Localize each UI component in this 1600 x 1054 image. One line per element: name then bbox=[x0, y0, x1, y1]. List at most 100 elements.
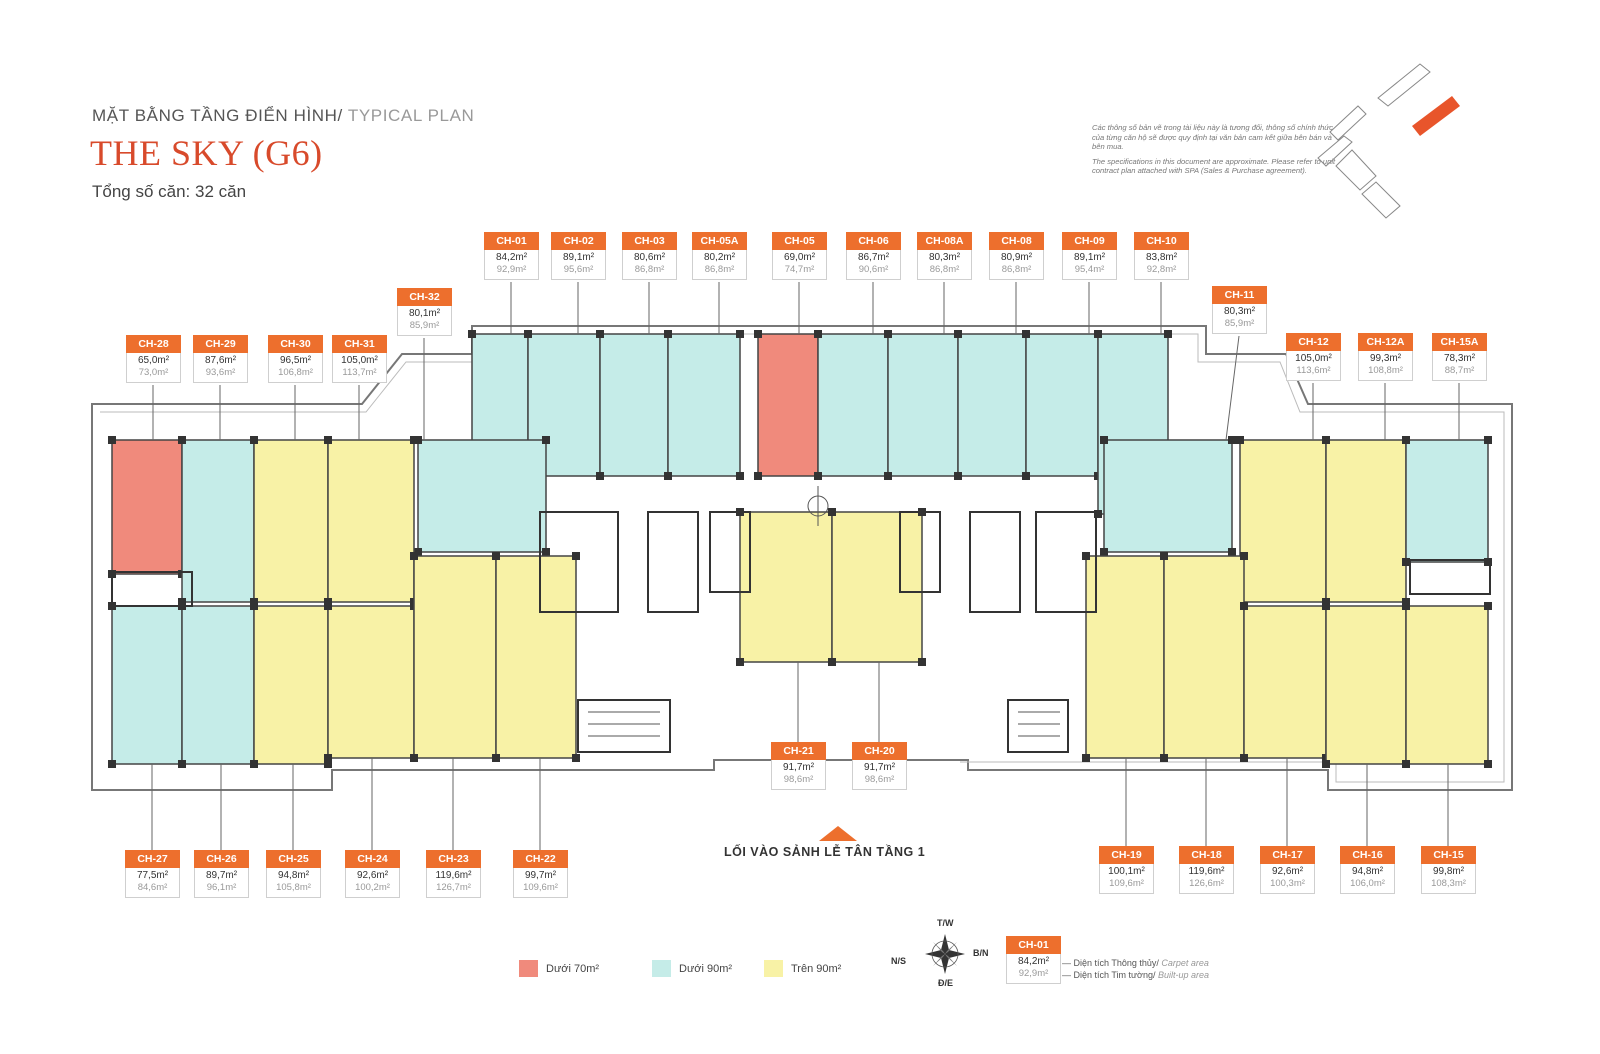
legend-over90: Trên 90m² bbox=[764, 960, 841, 977]
compass: T/W B/N Đ/E N/S bbox=[891, 918, 995, 988]
column-marker bbox=[754, 330, 762, 338]
column-marker bbox=[918, 658, 926, 666]
disclaimer-vi: Các thông số bản vẽ trong tài liệu này l… bbox=[1092, 123, 1333, 152]
column-marker bbox=[542, 436, 550, 444]
unit-carpet-area: 105,0m² bbox=[341, 355, 378, 366]
column-marker bbox=[1094, 510, 1102, 518]
column-marker bbox=[178, 436, 186, 444]
column-marker bbox=[324, 754, 332, 762]
unit-id: CH-11 bbox=[1212, 286, 1267, 304]
unit-id: CH-23 bbox=[426, 850, 481, 868]
room-ch-22 bbox=[495, 555, 577, 759]
room-ch-17 bbox=[1243, 605, 1327, 759]
unit-builtup-area: 92,9m² bbox=[496, 264, 527, 275]
column-marker bbox=[664, 472, 672, 480]
column-marker bbox=[492, 552, 500, 560]
room-ch-08a bbox=[887, 333, 959, 477]
unit-builtup-area: 73,0m² bbox=[138, 367, 169, 378]
column-marker bbox=[542, 548, 550, 556]
unit-id: CH-12A bbox=[1358, 333, 1413, 351]
unit-carpet-area: 89,7m² bbox=[205, 870, 238, 881]
disclaimer-en: The specifications in this document are … bbox=[1092, 156, 1336, 176]
room-ch-05a bbox=[667, 333, 741, 477]
unit-carpet-area: 86,7m² bbox=[857, 252, 890, 263]
unit-id: CH-05A bbox=[692, 232, 747, 250]
column-marker bbox=[1484, 436, 1492, 444]
room-ch-23 bbox=[413, 555, 497, 759]
unit-id: CH-06 bbox=[846, 232, 901, 250]
unit-carpet-area: 105,0m² bbox=[1295, 353, 1332, 364]
room-ch-26 bbox=[181, 605, 255, 765]
column-marker bbox=[178, 760, 186, 768]
room-ch-28 bbox=[111, 439, 183, 575]
unit-carpet-area: 78,3m² bbox=[1443, 353, 1476, 364]
unit-id: CH-31 bbox=[332, 335, 387, 353]
column-marker bbox=[954, 330, 962, 338]
unit-carpet-area: 80,3m² bbox=[1223, 306, 1256, 317]
unit-carpet-area: 99,3m² bbox=[1369, 353, 1402, 364]
unit-id: CH-16 bbox=[1340, 846, 1395, 864]
column-marker bbox=[1082, 552, 1090, 560]
unit-builtup-area: 100,3m² bbox=[1270, 878, 1305, 889]
column-marker bbox=[250, 436, 258, 444]
unit-builtup-area: 106,0m² bbox=[1350, 878, 1385, 889]
room-ch-30 bbox=[253, 439, 329, 603]
room-ch-06 bbox=[817, 333, 889, 477]
unit-id: CH-12 bbox=[1286, 333, 1341, 351]
unit-carpet-area: 94,8m² bbox=[1351, 866, 1384, 877]
unit-builtup-area: 113,7m² bbox=[342, 367, 377, 378]
column-marker bbox=[1402, 760, 1410, 768]
column-marker bbox=[108, 760, 116, 768]
column-marker bbox=[664, 330, 672, 338]
room-ch-32 bbox=[417, 439, 547, 553]
column-marker bbox=[884, 330, 892, 338]
unit-builtup-area: 98,6m² bbox=[864, 774, 895, 785]
column-marker bbox=[1240, 552, 1248, 560]
unit-id: CH-27 bbox=[125, 850, 180, 868]
column-marker bbox=[524, 330, 532, 338]
column-marker bbox=[1164, 330, 1172, 338]
unit-id: CH-28 bbox=[126, 335, 181, 353]
unit-builtup-area: 84,6m² bbox=[137, 882, 168, 893]
room-ch-15 bbox=[1405, 605, 1489, 765]
unit-carpet-area: 89,1m² bbox=[562, 252, 595, 263]
unit-builtup-area: 108,8m² bbox=[1368, 365, 1403, 376]
compass-west: N/S bbox=[891, 956, 907, 966]
unit-carpet-area: 100,1m² bbox=[1108, 866, 1145, 877]
unit-builtup-area: 95,6m² bbox=[563, 264, 594, 275]
column-marker bbox=[1082, 754, 1090, 762]
room-ch-12 bbox=[1239, 439, 1327, 603]
column-marker bbox=[884, 472, 892, 480]
unit-id: CH-32 bbox=[397, 288, 452, 306]
unit-builtup-area: 86,8m² bbox=[929, 264, 960, 275]
unit-builtup-area: 109,6m² bbox=[523, 882, 558, 893]
unit-id: CH-29 bbox=[193, 335, 248, 353]
room-ch-19 bbox=[1085, 555, 1165, 759]
key-builtup-label: — Diện tích Tim tường/ Built-up area bbox=[1062, 970, 1210, 980]
unit-carpet-area: 83,8m² bbox=[1145, 252, 1178, 263]
column-marker bbox=[324, 436, 332, 444]
leader-line bbox=[1225, 335, 1240, 441]
room-ch-11 bbox=[1103, 439, 1233, 553]
unit-id: CH-05 bbox=[772, 232, 827, 250]
unit-id: CH-17 bbox=[1260, 846, 1315, 864]
unit-builtup-area: 85,9m² bbox=[409, 320, 440, 331]
column-marker bbox=[1228, 548, 1236, 556]
